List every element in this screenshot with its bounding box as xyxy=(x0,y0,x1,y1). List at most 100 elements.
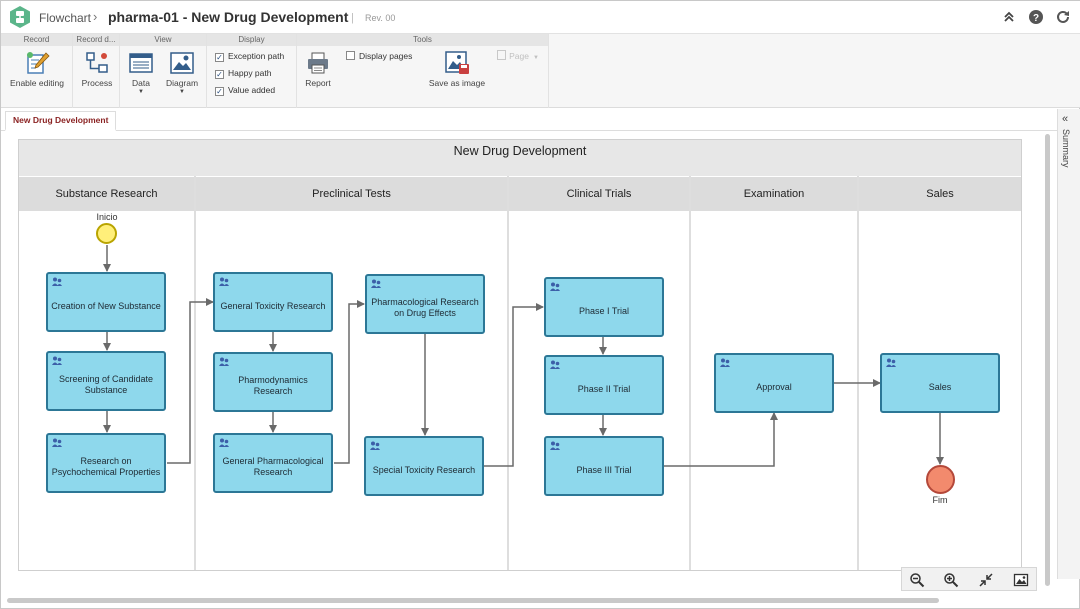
save-as-image-button[interactable]: Save as image xyxy=(425,50,489,88)
task-label: General Pharmacological Research xyxy=(222,456,324,477)
exception-path-checkbox[interactable]: ✓Exception path xyxy=(215,51,284,62)
task-label: Screening of Candidate Substance xyxy=(58,374,154,395)
user-task-icon xyxy=(52,438,62,447)
task-pharmacological-drug-effects[interactable]: Pharmacological Research on Drug Effects xyxy=(365,274,485,334)
lane-examination: Examination xyxy=(691,176,859,570)
ribbon-group-view-title: View xyxy=(120,34,206,46)
user-task-icon xyxy=(371,279,381,288)
ribbon-toolbar: Record Enable editing Record d... xyxy=(1,34,1080,108)
diagram-title: New Drug Development xyxy=(19,140,1021,176)
image-export-icon[interactable] xyxy=(1013,572,1029,588)
breadcrumb-flowchart[interactable]: Flowchart xyxy=(39,11,92,25)
task-creation-new-substance[interactable]: Creation of New Substance xyxy=(46,272,166,332)
diagram-dropdown-caret-icon: ▼ xyxy=(179,89,185,95)
value-added-checkmark-icon: ✓ xyxy=(215,87,224,96)
data-view-label: Data xyxy=(132,78,150,88)
ribbon-group-display: Display ✓Exception path ✓ Happy path ✓Val… xyxy=(207,34,297,108)
happy-path-checkbox[interactable]: ✓ Happy path xyxy=(215,68,271,79)
lane-header-preclinical-tests: Preclinical Tests xyxy=(196,177,507,211)
task-label: Pharmacological Research on Drug Effects xyxy=(371,297,479,318)
data-view-button[interactable]: Data ▼ xyxy=(126,50,156,96)
display-pages-checkbox[interactable]: Display pages xyxy=(346,51,412,61)
task-screening-candidate[interactable]: Screening of Candidate Substance xyxy=(46,351,166,411)
zoom-in-icon[interactable] xyxy=(943,572,959,588)
task-label: Special Toxicity Research xyxy=(372,464,476,475)
task-phase-3-trial[interactable]: Phase III Trial xyxy=(544,436,664,496)
value-added-checkbox[interactable]: ✓Value added xyxy=(215,85,275,96)
ribbon-group-record: Record Enable editing xyxy=(1,34,73,108)
collapse-left-icon[interactable]: « xyxy=(1062,113,1069,125)
flowchart-diagram: New Drug Development Substance Research … xyxy=(18,139,1022,571)
save-as-image-label: Save as image xyxy=(428,78,486,88)
revision-label: Rev. 00 xyxy=(365,13,396,23)
user-task-icon xyxy=(550,441,560,450)
page-icon xyxy=(497,50,507,60)
flowchart-logo-icon xyxy=(10,6,30,28)
task-general-pharmacological[interactable]: General Pharmacological Research xyxy=(213,433,333,493)
diagram-view-button[interactable]: Diagram ▼ xyxy=(164,50,200,96)
title-bar: Flowchart › pharma-01 - New Drug Develop… xyxy=(1,1,1080,34)
user-task-icon xyxy=(886,358,896,367)
report-label: Report xyxy=(305,78,331,88)
task-special-toxicity[interactable]: Special Toxicity Research xyxy=(364,436,484,496)
user-task-icon xyxy=(370,441,380,450)
enable-editing-label: Enable editing xyxy=(10,78,64,88)
zoom-out-icon[interactable] xyxy=(909,572,925,588)
summary-tab[interactable]: Summary xyxy=(1061,129,1071,168)
task-label: Phase III Trial xyxy=(576,464,632,475)
task-research-psychochemical[interactable]: Research on Psychochemical Properties xyxy=(46,433,166,493)
start-event-label: Inicio xyxy=(96,212,118,222)
display-pages-box-icon xyxy=(346,51,355,60)
user-task-icon xyxy=(219,277,229,286)
help-icon[interactable]: ? xyxy=(1028,9,1044,25)
user-task-icon xyxy=(52,277,62,286)
ribbon-group-display-title: Display xyxy=(207,34,296,46)
start-event[interactable] xyxy=(96,223,117,244)
user-task-icon xyxy=(219,357,229,366)
horizontal-scrollbar[interactable] xyxy=(7,598,939,603)
vertical-scrollbar[interactable] xyxy=(1045,134,1050,586)
task-general-toxicity[interactable]: General Toxicity Research xyxy=(213,272,333,332)
happy-path-checkmark-icon: ✓ xyxy=(215,70,224,79)
save-image-icon xyxy=(445,51,469,74)
enable-editing-button[interactable]: Enable editing xyxy=(7,50,67,88)
process-label: Process xyxy=(81,78,113,88)
ribbon-group-record-data-title: Record d... xyxy=(73,34,119,46)
end-event[interactable] xyxy=(926,465,955,494)
task-label: Sales xyxy=(928,381,952,392)
tab-new-drug-development[interactable]: New Drug Development xyxy=(5,111,117,131)
task-approval[interactable]: Approval xyxy=(714,353,834,413)
ribbon-group-view: View Data ▼ Diagram ▼ xyxy=(120,34,207,108)
data-dropdown-caret-icon: ▼ xyxy=(138,89,144,95)
page-label: Page xyxy=(509,51,529,61)
page-caret-icon: ▼ xyxy=(532,55,539,61)
fit-to-screen-icon[interactable] xyxy=(978,572,994,588)
data-table-icon xyxy=(129,53,153,73)
ribbon-group-record-title: Record xyxy=(1,34,72,46)
edit-document-icon xyxy=(27,52,50,74)
page-dropdown-button[interactable]: Page▼ xyxy=(493,50,543,61)
lane-clinical-trials: Clinical Trials xyxy=(509,176,691,570)
user-task-icon xyxy=(52,356,62,365)
ribbon-group-tools: Tools Report Display pages xyxy=(297,34,549,108)
report-button[interactable]: Report xyxy=(303,50,333,88)
tab-strip: New Drug Development xyxy=(1,109,1057,131)
task-label: Phase I Trial xyxy=(578,305,630,316)
ribbon-group-record-data: Record d... Process xyxy=(73,34,120,108)
display-pages-label: Display pages xyxy=(359,51,413,61)
task-sales[interactable]: Sales xyxy=(880,353,1000,413)
task-pharmodynamics[interactable]: Pharmodynamics Research xyxy=(213,352,333,412)
process-icon xyxy=(86,52,108,73)
happy-path-label: Happy path xyxy=(228,68,272,78)
task-phase-2-trial[interactable]: Phase II Trial xyxy=(544,355,664,415)
breadcrumb-separator: › xyxy=(93,9,98,24)
lane-preclinical-tests: Preclinical Tests xyxy=(196,176,509,570)
process-button[interactable]: Process xyxy=(78,50,116,88)
collapse-up-icon[interactable] xyxy=(1001,9,1017,25)
task-phase-1-trial[interactable]: Phase I Trial xyxy=(544,277,664,337)
task-label: Pharmodynamics Research xyxy=(238,375,308,396)
ribbon-group-tools-title: Tools xyxy=(297,34,548,46)
zoom-toolbar xyxy=(901,567,1037,591)
printer-icon xyxy=(308,52,328,74)
refresh-icon[interactable] xyxy=(1055,9,1071,25)
